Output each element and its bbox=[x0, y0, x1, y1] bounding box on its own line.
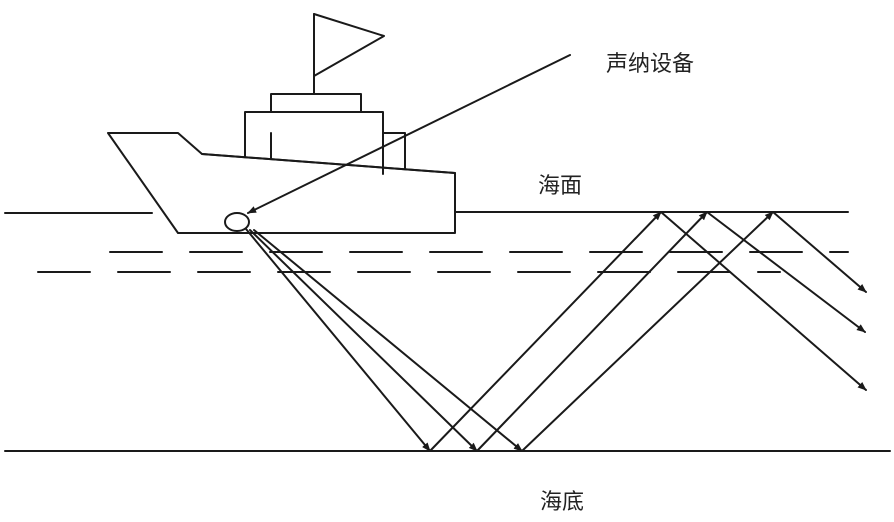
ship-deck-line bbox=[201, 153, 456, 174]
surface-reflected-ray-3 bbox=[772, 211, 867, 293]
sonar-equipment-label: 声纳设备 bbox=[606, 52, 695, 77]
incident-ray-3 bbox=[253, 229, 523, 452]
floor-reflected-ray-2 bbox=[476, 211, 708, 452]
floor-reflected-ray-1 bbox=[429, 211, 662, 452]
floor-reflected-ray-3 bbox=[521, 211, 774, 452]
ship-hull bbox=[107, 132, 456, 234]
sonar-transducer bbox=[224, 212, 250, 232]
incident-ray-1 bbox=[245, 228, 431, 452]
surface-reflected-ray-2 bbox=[706, 211, 866, 333]
incident-ray-2 bbox=[249, 229, 478, 452]
surface-reflected-ray-1 bbox=[660, 211, 867, 391]
sonar-pointer-arrow bbox=[247, 54, 571, 214]
sea-surface-label: 海面 bbox=[538, 174, 583, 199]
ship-stern-box bbox=[382, 132, 406, 169]
ship-cabin bbox=[244, 111, 384, 175]
ship-bridge bbox=[270, 93, 362, 113]
sea-floor-label: 海底 bbox=[540, 490, 585, 515]
ship-flag bbox=[313, 13, 385, 77]
